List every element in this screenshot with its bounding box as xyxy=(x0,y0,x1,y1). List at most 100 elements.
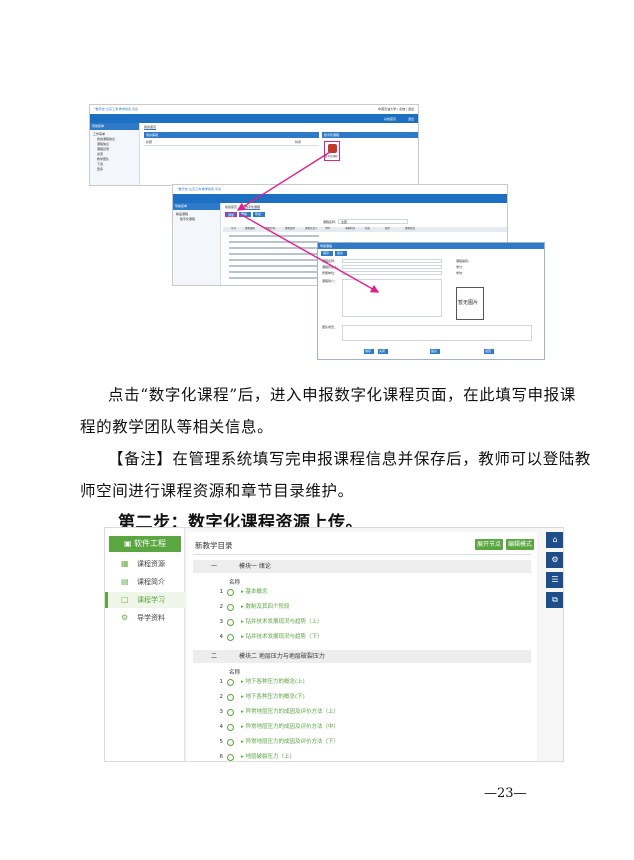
home-icon[interactable]: ⌂ xyxy=(546,532,563,548)
circle-icon xyxy=(227,604,234,611)
todo-col-date: 时间 xyxy=(295,140,302,144)
admin-window-apply-form: 申报课程 保存 提交 课程名称： 课程编码： 课程负责人： 学分： 所属单位： … xyxy=(317,242,545,360)
chapter-row[interactable]: 3 ▸ 钻井技术发展现况与趋势（上） xyxy=(219,619,323,626)
field-label: 学分： xyxy=(456,265,466,269)
todo-col-title: 标题 xyxy=(146,140,153,144)
module-row[interactable]: 二 模块二 地层压力与地层破裂压力 xyxy=(193,650,531,663)
chapter-row[interactable]: 3 ▸ 异常地层压力的成因及评价方法（上） xyxy=(219,709,340,716)
module-row[interactable]: 一 模块一 绪论 xyxy=(193,560,531,573)
field-label: 课程编码： xyxy=(456,259,472,263)
chapter-row[interactable]: 1 ▸ 地下各种压力的概念(上) xyxy=(219,679,305,686)
admin-sidebar: 导航菜单 精品课程 数字化课程 xyxy=(173,203,221,285)
field-label: 课程名称： xyxy=(322,259,338,263)
table-row[interactable] xyxy=(229,241,319,243)
column-header: 课程类型 xyxy=(285,227,296,230)
tree-root[interactable]: 工作菜单 xyxy=(93,132,106,136)
chapter-row[interactable]: 1 ▸ 基本概念 xyxy=(219,589,268,596)
chapter-row[interactable]: 6 ▸ 地层破裂压力（上） xyxy=(219,754,296,761)
app-panel-header: 数字化课程 xyxy=(322,132,418,138)
course-name-input[interactable] xyxy=(342,259,442,263)
course-leader-input[interactable] xyxy=(342,265,442,269)
bottom-submit-button[interactable]: 提交 xyxy=(430,349,440,354)
side-item-guide[interactable]: ⚙ 导学资料 xyxy=(121,613,165,622)
course-intro-textarea[interactable] xyxy=(342,279,442,317)
caret-right-icon: ▸ xyxy=(241,634,246,640)
tree-item[interactable]: 我的课程信息 xyxy=(97,137,116,141)
expand-nodes-button[interactable]: 展开节点 xyxy=(475,539,503,550)
side-item-resources[interactable]: ▦ 课程资源 xyxy=(121,559,165,568)
circle-icon xyxy=(227,739,234,746)
table-row[interactable] xyxy=(229,253,319,255)
field-label: 团队成员： xyxy=(322,325,338,329)
tab-digital-course[interactable]: 数字化课程 xyxy=(245,205,261,210)
list-icon[interactable]: ☰ xyxy=(546,572,563,588)
field-label: 所属单位： xyxy=(322,271,338,275)
annotation-arrows xyxy=(236,151,380,293)
nav-title: 导航菜单 xyxy=(92,124,105,128)
column-header: 课程名称 xyxy=(265,227,276,230)
course-photo[interactable]: 暂无图片 xyxy=(456,287,484,320)
todo-panel-title: 待办事项 xyxy=(146,133,159,137)
tree-item[interactable]: 下载 xyxy=(97,162,104,166)
tree-item[interactable]: 课程目录 xyxy=(97,147,110,151)
caret-right-icon: ▸ xyxy=(241,694,246,700)
header-link-logout[interactable]: 退出 xyxy=(407,117,414,121)
form-submit-button[interactable]: 提交 xyxy=(335,251,347,256)
digital-course-app-icon[interactable]: 数字化课程 xyxy=(324,141,340,161)
chapter-row[interactable]: 2 ▸ 数制及其四个阶段 xyxy=(219,604,290,611)
circle-icon xyxy=(227,694,234,701)
table-row[interactable] xyxy=(229,277,319,279)
table-row[interactable] xyxy=(229,265,319,267)
arrow-to-course-list xyxy=(236,151,331,211)
column-header: 学时 xyxy=(325,227,331,230)
tab-home[interactable]: 我的首页 xyxy=(225,205,238,209)
header-link-home[interactable]: 系统首页 xyxy=(383,117,396,121)
chapter-row[interactable]: 5 ▸ 异常地层压力的成因及评价方法（下） xyxy=(219,739,340,746)
chapter-row[interactable]: 4 ▸ 钻井技术发展现况与趋势（下） xyxy=(219,634,323,641)
bottom-close-button[interactable]: 关闭 xyxy=(378,349,388,354)
name-column-header: 名称 xyxy=(229,580,241,586)
side-item-learning[interactable]: □ 课程学习 xyxy=(105,592,185,608)
tree-item[interactable]: 精品课程 xyxy=(176,212,189,216)
course-screenshot: ▣ 软件工程 ▦ 课程资源 ▤ 课程简介 □ 课程学习 ⚙ 导学资料 新教学目录… xyxy=(104,527,564,762)
table-row[interactable] xyxy=(229,235,319,237)
tree-item[interactable]: 教学团队 xyxy=(97,157,110,161)
side-item-intro[interactable]: ▤ 课程简介 xyxy=(121,577,165,586)
photo-placeholder-label: 暂无图片 xyxy=(458,300,479,306)
paragraph-line-4: 师空间进行课程资源和章节目录维护。 xyxy=(80,482,354,500)
field-label: 课程负责人： xyxy=(322,265,341,269)
table-row[interactable] xyxy=(229,259,319,261)
book-icon: □ xyxy=(121,595,129,604)
unit-input[interactable] xyxy=(342,271,442,275)
delete-button[interactable]: 删除 xyxy=(239,212,251,217)
paragraph-line-2: 程的教学团队等相关信息。 xyxy=(80,418,274,436)
caret-right-icon: ▸ xyxy=(241,619,246,625)
add-button[interactable]: 添加 xyxy=(225,212,237,217)
edit-mode-button[interactable]: 编辑模式 xyxy=(506,539,534,550)
export-icon[interactable]: ⧉ xyxy=(546,592,563,608)
document-icon: ▤ xyxy=(121,577,129,586)
bottom-save-button[interactable]: 保存 xyxy=(364,349,374,354)
bottom-back-button[interactable]: 返回 xyxy=(484,349,494,354)
admin-sidebar: 导航菜单 工作菜单 我的课程信息 课程信息 课程目录 资源 教学团队 下载 更多 xyxy=(90,123,140,185)
caret-right-icon: ▸ xyxy=(241,709,246,715)
chapter-row[interactable]: 4 ▸ 异常地层压力的成因及评价方法（中） xyxy=(219,724,340,731)
export-button[interactable]: 导出 xyxy=(253,212,265,217)
table-row[interactable] xyxy=(229,247,319,249)
page-number: —23— xyxy=(484,786,527,801)
tree-item[interactable]: 更多 xyxy=(97,167,104,171)
team-members-textarea[interactable] xyxy=(342,325,532,341)
tab-home[interactable]: 我的首页 xyxy=(144,125,157,130)
paragraph-line-1: 点击“数字化课程”后，进入申报数字化课程页面，在此填写申报课 xyxy=(108,386,576,404)
form-save-button[interactable]: 保存 xyxy=(321,251,333,256)
todo-panel-header: 待办事项 xyxy=(144,132,319,138)
tree-item[interactable]: 课程信息 xyxy=(97,142,110,146)
table-row[interactable] xyxy=(229,271,319,273)
gear-icon[interactable]: ⚙ xyxy=(546,552,563,568)
chapter-row[interactable]: 2 ▸ 地下各种压力的概念(下) xyxy=(219,694,305,701)
search-type-select[interactable]: 全部 xyxy=(338,219,408,224)
course-sidebar-header: ▣ 软件工程 xyxy=(109,536,181,552)
tree-item-digital-course[interactable]: 数字化课程 xyxy=(180,217,196,221)
tree-item[interactable]: 资源 xyxy=(97,152,104,156)
circle-icon xyxy=(227,634,234,641)
